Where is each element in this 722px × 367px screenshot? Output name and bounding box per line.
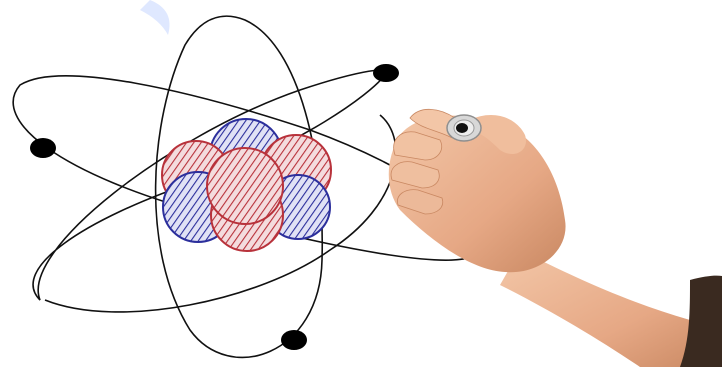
electron-top-right (373, 64, 399, 82)
proton (207, 148, 283, 224)
marker-icon (447, 115, 481, 141)
nucleus (162, 119, 331, 251)
watermark-logo (140, 0, 170, 35)
electron-left (30, 138, 56, 158)
hand-with-marker (389, 109, 722, 367)
electron-bottom (281, 330, 307, 350)
